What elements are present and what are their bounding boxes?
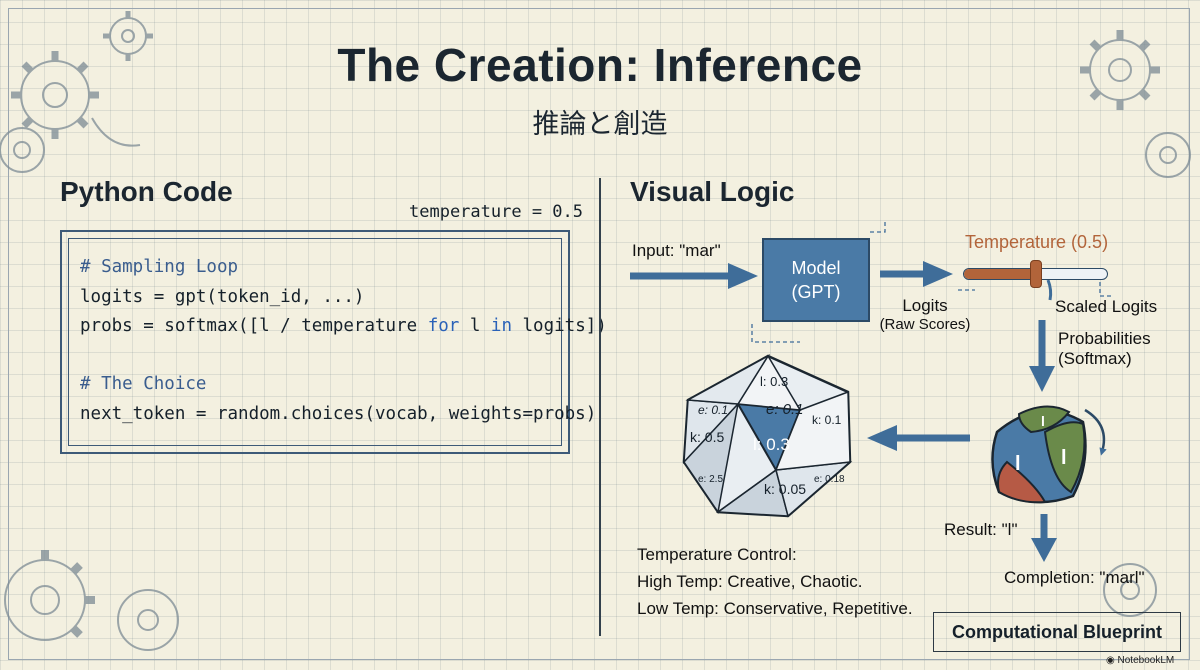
temperature-setting: temperature = 0.5 — [409, 202, 583, 222]
rotation-arrow-icon — [1084, 408, 1107, 456]
completion-label: Completion: "marl" — [1004, 568, 1145, 587]
scaled-logits-label: Scaled Logits — [1055, 297, 1158, 316]
result-label: Result: "l" — [944, 520, 1018, 539]
dice-face-letter: l — [1015, 453, 1021, 475]
gear-icon — [4, 550, 95, 641]
gear-icon — [1080, 30, 1160, 110]
model-box: Model (GPT) — [762, 238, 870, 322]
probabilities-label: Probabilities(Softmax) — [1058, 329, 1151, 368]
dice-face-letter: l — [1061, 447, 1067, 469]
weighted-dice: l l l — [991, 405, 1087, 504]
curved-arrow-icon — [91, 117, 141, 147]
notebooklm-logo-icon: ◉ — [1106, 655, 1118, 666]
temp-control-title: Temperature Control: — [637, 545, 797, 564]
d20-label: l: 0.3 — [753, 435, 790, 454]
code-block — [60, 230, 570, 454]
page-subtitle: 推論と創造 — [532, 109, 668, 140]
gear-icon — [11, 51, 99, 139]
arrow-result-to-completion — [1031, 514, 1057, 562]
d20-label: e: 0.1 — [766, 401, 804, 418]
temperature-slider-knob — [1029, 260, 1042, 288]
gear-icon — [103, 11, 153, 61]
temp-low-note: Low Temp: Conservative, Repetitive. — [637, 599, 913, 618]
code-comment-sampling: # Sampling Loop — [80, 257, 239, 277]
d20-label: l: 0.3 — [760, 374, 788, 389]
input-label: Input: "mar" — [632, 241, 721, 260]
panel-divider — [599, 178, 601, 636]
d20-label: k: 0.1 — [812, 413, 842, 427]
code-comment-choice: # The Choice — [80, 374, 207, 394]
code-line-next-token: next_token = random.choices(vocab, weigh… — [80, 404, 597, 424]
code-line-logits: logits = gpt(token_id, ...) — [80, 287, 365, 307]
temperature-slider-fill — [964, 269, 1036, 279]
arrow-input-to-model — [630, 263, 758, 289]
page-title: The Creation: Inference — [337, 39, 863, 91]
gear-icon — [1145, 132, 1191, 178]
blueprint-frame — [8, 8, 1190, 660]
d20-label: k: 0.5 — [690, 429, 724, 445]
d20-label: e: 0.1 — [698, 403, 728, 417]
temp-high-note: High Temp: Creative, Chaotic. — [637, 572, 863, 591]
logits-label: Logits(Raw Scores) — [879, 296, 971, 333]
d20-label: e: 2.5 — [698, 474, 723, 485]
brand-label: ◉ NotebookLM — [1106, 655, 1175, 666]
model-sublabel: (GPT) — [791, 282, 841, 302]
dice-face-letter: l — [1041, 413, 1045, 429]
code-line-probs: probs = softmax([l / temperature for l i… — [80, 316, 607, 336]
d20-label: k: 0.05 — [764, 481, 806, 497]
d20-label: e: 0.18 — [814, 474, 845, 485]
python-code-heading: Python Code — [60, 176, 233, 207]
model-label: Model — [791, 258, 841, 278]
arrow-dice-to-d20 — [867, 425, 970, 451]
arrow-softmax-to-dice — [1029, 320, 1055, 392]
temperature-label: Temperature (0.5) — [965, 232, 1109, 252]
footer-label: Computational Blueprint — [933, 612, 1181, 652]
gear-icon — [117, 589, 179, 651]
d20-die: l: 0.3 e: 0.1 k: 0.1 e: 0.1 k: 0.5 l: 0.… — [682, 353, 853, 518]
gear-icon — [1103, 563, 1157, 617]
visual-logic-heading: Visual Logic — [630, 176, 795, 207]
temperature-control-notes: Temperature Control: High Temp: Creative… — [637, 541, 913, 622]
gear-icon — [0, 127, 45, 173]
arrow-model-to-temperature — [880, 261, 953, 287]
